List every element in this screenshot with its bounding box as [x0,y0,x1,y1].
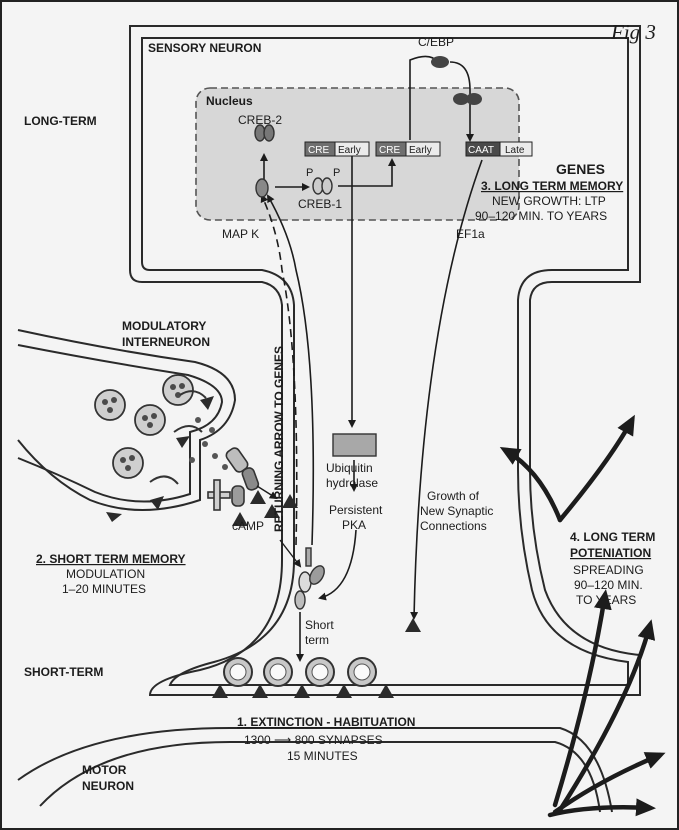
growth-label-1: Growth of [427,489,480,503]
gene-cre-2-label: CRE [379,145,400,156]
modulatory-label-1: MODULATORY [122,319,206,333]
ltp-line-3: TO YEARS [576,593,636,607]
release-site-markers [106,396,214,522]
creb1-label: CREB-1 [298,197,342,211]
short-term-label: SHORT-TERM [24,665,103,679]
camp-label: cAMP [232,519,264,533]
growth-label-2: New Synaptic [420,504,493,518]
pka-label-1: Persistent [329,503,383,517]
stm-line-2: 1–20 MINUTES [62,582,146,596]
gene-caat-label: CAAT [468,145,494,156]
ubiquitin-label-1: Ubiquitin [326,461,373,475]
gene-early-2-label: Early [409,145,432,156]
ubiquitin-label-2: hydrolase [326,476,378,490]
motor-neuron-label-2: NEURON [82,779,134,793]
ltm-title: 3. LONG TERM MEMORY [481,179,623,193]
ltp-title-1: 4. LONG TERM [570,530,655,544]
phosphate-label-1: P [306,167,313,179]
ltm-line-2: 90–120 MIN. TO YEARS [475,209,607,223]
motor-neuron-outline [17,727,613,813]
gene-late-label: Late [505,145,525,156]
cebp-protein [431,56,482,105]
ubiquitin-box [332,433,377,457]
ltp-title-2: POTENIATION [570,546,651,560]
creb2-label: CREB-2 [238,113,282,127]
short-term-arrow-label-2: term [305,633,329,647]
growth-label-3: Connections [420,519,487,533]
ltm-line-1: NEW GROWTH: LTP [492,194,606,208]
vesicle-group [94,374,194,479]
pka-label-2: PKA [342,518,366,532]
extinction-title: 1. EXTINCTION - HABITUATION [237,715,415,729]
stm-title: 2. SHORT TERM MEMORY [36,552,186,566]
ef1a-label: EF1a [456,227,485,241]
modulatory-label-2: INTERNEURON [122,335,210,349]
figure-label: Fig 3 [610,20,656,44]
long-term-label: LONG-TERM [24,114,97,128]
cebp-label: C/EBP [418,35,454,49]
ltp-line-2: 90–120 MIN. [574,578,643,592]
camp-markers [232,490,298,526]
nucleus-label: Nucleus [206,94,253,108]
synaptic-vesicles [212,657,394,698]
extinction-line-1: 1300 ⟶ 800 SYNAPSES [244,733,383,747]
mapk-label: MAP K [222,227,259,241]
gene-caat [465,141,533,157]
phosphate-label-2: P [333,167,340,179]
short-term-arrow-label-1: Short [305,618,334,632]
gene-early-1-label: Early [338,145,361,156]
stm-line-1: MODULATION [66,567,145,581]
genes-label: GENES [556,161,605,177]
gene-cre-1 [304,141,370,157]
spreading-arrows [499,414,666,818]
receptor-complex [207,447,260,511]
gene-cre-2 [375,141,441,157]
growth-marker [405,618,421,632]
extinction-line-2: 15 MINUTES [287,749,358,763]
returning-arrow-label: RETURNING ARROW TO GENES [272,346,286,532]
motor-neuron-label-1: MOTOR [82,763,127,777]
ltp-line-1: SPREADING [573,563,644,577]
creb1-protein [312,177,333,195]
mapk-protein [255,178,269,198]
gene-cre-1-label: CRE [308,145,329,156]
sensory-neuron-label: SENSORY NEURON [148,41,261,55]
creb2-protein [254,124,275,142]
modulatory-interneuron-outline [17,329,237,511]
pka-subunits [294,547,325,610]
